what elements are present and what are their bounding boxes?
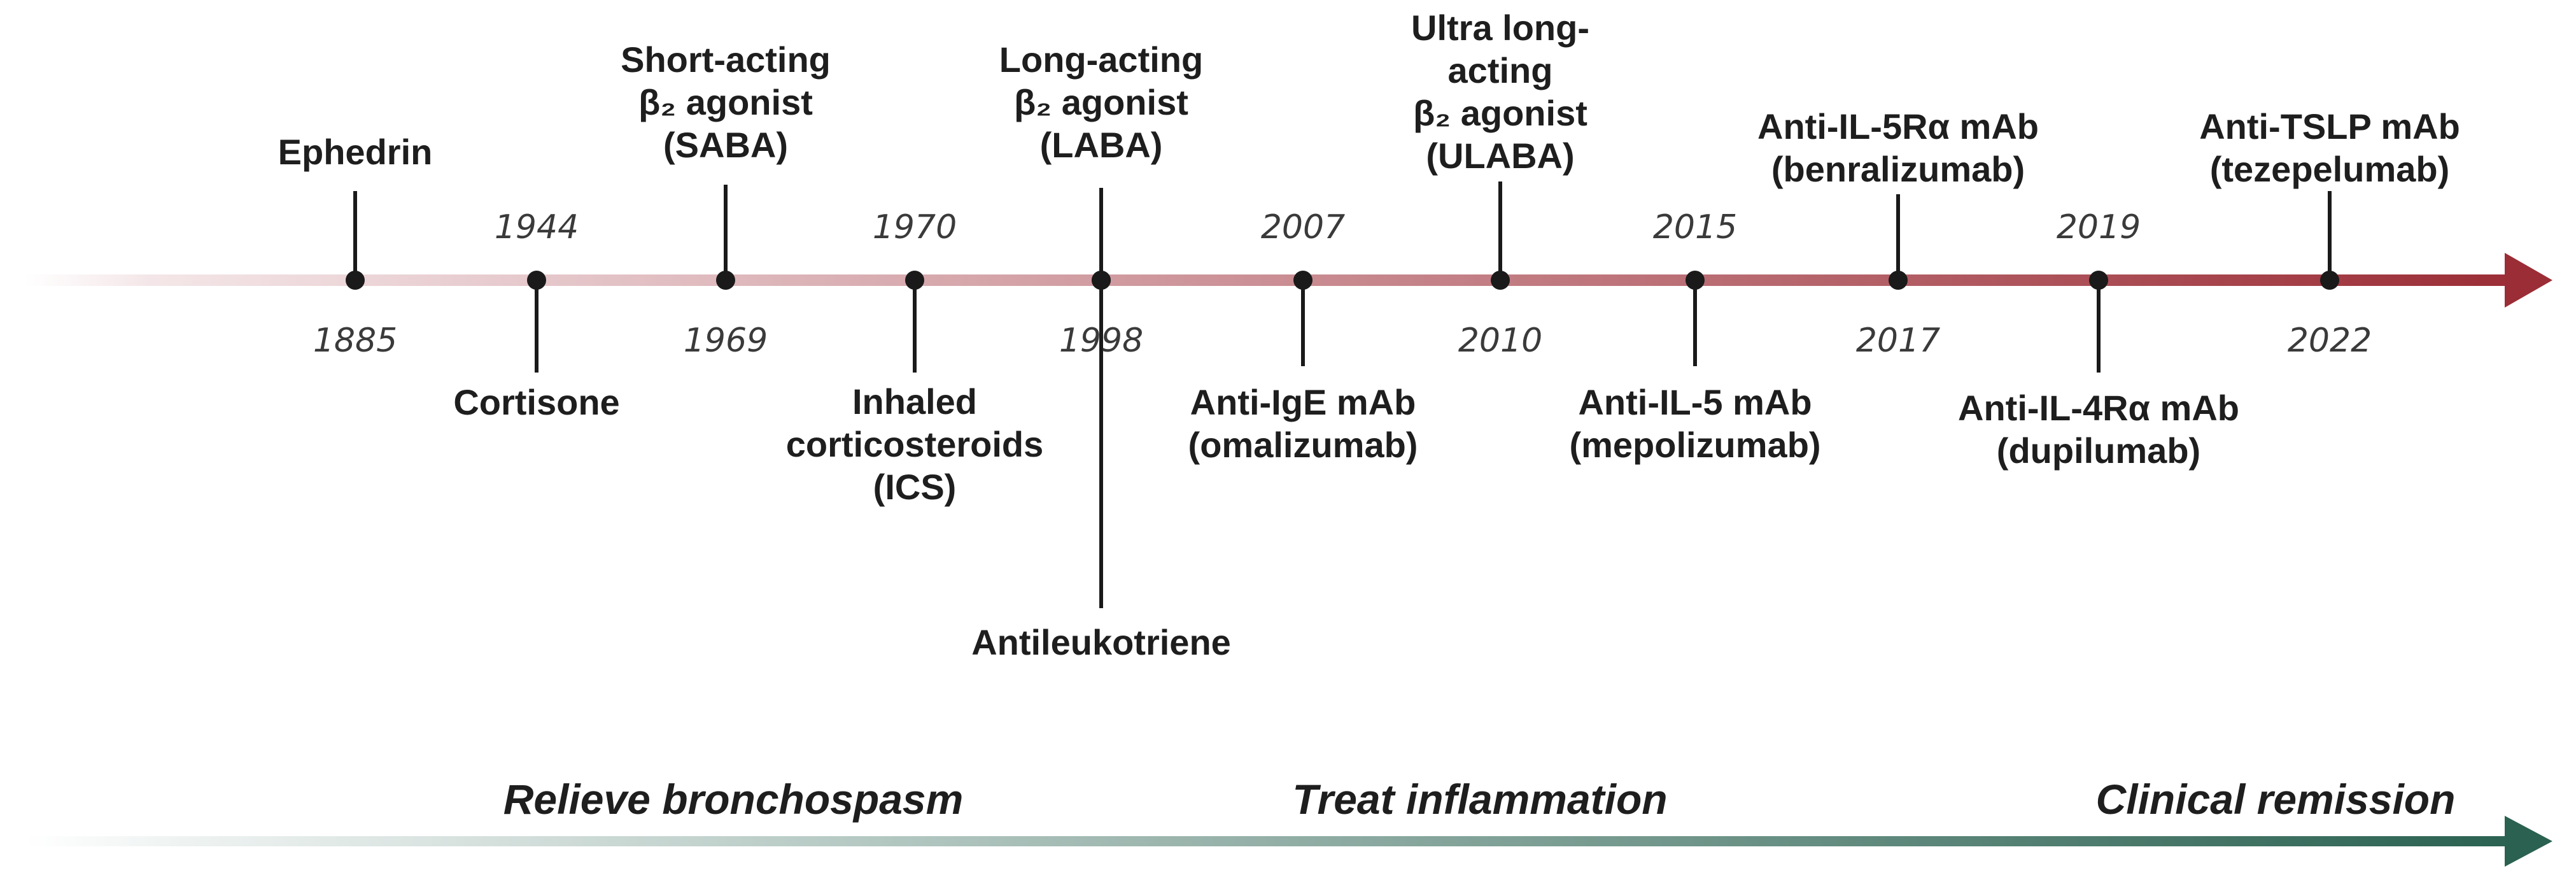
event-year: 2017 — [1855, 322, 1941, 360]
event-label-line: Antileukotriene — [971, 622, 1231, 662]
event-label: Anti-IL-4Rα mAb(dupilumab) — [1958, 387, 2239, 472]
event-label: Anti-IL-5Rα mAb(benralizumab) — [1757, 105, 2039, 190]
event-year: 1885 — [313, 322, 398, 360]
event-label-line: (mepolizumab) — [1569, 425, 1821, 465]
timeline-arrow-shaft — [25, 274, 2505, 286]
event-label-line: Inhaled — [852, 381, 978, 422]
event-year: 1970 — [872, 208, 957, 246]
event-label-line: Anti-IL-5 mAb — [1578, 382, 1812, 422]
phase-label: Treat inflammation — [1292, 776, 1668, 823]
phase-arrow-head — [2505, 816, 2552, 867]
event-label: Anti-TSLP mAb(tezepelumab) — [2199, 105, 2460, 190]
event-marker-dot — [1293, 271, 1313, 290]
timeline-arrow-head — [2505, 253, 2552, 308]
event-label: Antileukotriene — [971, 621, 1231, 664]
event-label-line: (benralizumab) — [1771, 149, 2025, 189]
event-year: 2022 — [2287, 322, 2372, 360]
event-year: 1944 — [494, 208, 579, 246]
event-label: Cortisone — [453, 381, 619, 423]
event-label-line: Ultra long- — [1411, 8, 1589, 48]
event-label-line: corticosteroids — [785, 424, 1044, 464]
event-marker-dot — [346, 271, 365, 290]
event-label-line: acting — [1447, 50, 1553, 90]
event-label: Anti-IL-5 mAb(mepolizumab) — [1569, 381, 1820, 466]
event-year: 1998 — [1059, 322, 1144, 360]
event-marker-dot — [1889, 271, 1908, 290]
event-label-line: Anti-IL-4Rα mAb — [1958, 388, 2239, 428]
event-label-line: (ICS) — [873, 467, 957, 507]
event-label-line: β₂ agonist — [638, 82, 813, 122]
event-marker-dot — [1686, 271, 1705, 290]
event-year: 2010 — [1458, 322, 1543, 360]
event-marker-dot — [527, 271, 546, 290]
phase-label: Clinical remission — [2095, 776, 2456, 823]
event-marker-dot — [716, 271, 735, 290]
event-label-line: (SABA) — [663, 125, 788, 165]
event-label-line: Anti-IL-5Rα mAb — [1757, 106, 2039, 146]
event-label-line: (omalizumab) — [1188, 425, 1418, 465]
event-label-line: Anti-TSLP mAb — [2199, 106, 2460, 146]
event-label-line: (ULABA) — [1426, 136, 1575, 176]
event-year: 2015 — [1652, 208, 1738, 246]
event-year: 1969 — [683, 322, 768, 360]
phase-label: Relieve bronchospasm — [503, 776, 964, 823]
event-marker-dot — [2320, 271, 2339, 290]
event-marker-dot — [1092, 271, 1111, 290]
event-marker-dot — [1491, 271, 1510, 290]
event-label: Ephedrin — [278, 131, 433, 173]
event-label-line: β₂ agonist — [1413, 93, 1587, 133]
event-label-line: (dupilumab) — [1996, 430, 2201, 471]
event-marker-dot — [905, 271, 924, 290]
event-label-line: (LABA) — [1039, 125, 1163, 165]
event-label-line: Anti-IgE mAb — [1190, 382, 1416, 422]
event-year: 2019 — [2056, 208, 2141, 246]
event-label-line: Cortisone — [453, 382, 620, 422]
event-year: 2007 — [1260, 208, 1346, 246]
event-marker-dot — [2089, 271, 2108, 290]
event-label-line: Short-acting — [621, 39, 831, 80]
event-label-line: β₂ agonist — [1014, 82, 1188, 122]
event-label-line: Long-acting — [999, 39, 1204, 80]
event-label-line: (tezepelumab) — [2209, 149, 2450, 189]
event-label-line: Ephedrin — [278, 132, 433, 172]
phase-arrow-shaft — [25, 836, 2505, 846]
event-label: Anti-IgE mAb(omalizumab) — [1188, 381, 1418, 466]
